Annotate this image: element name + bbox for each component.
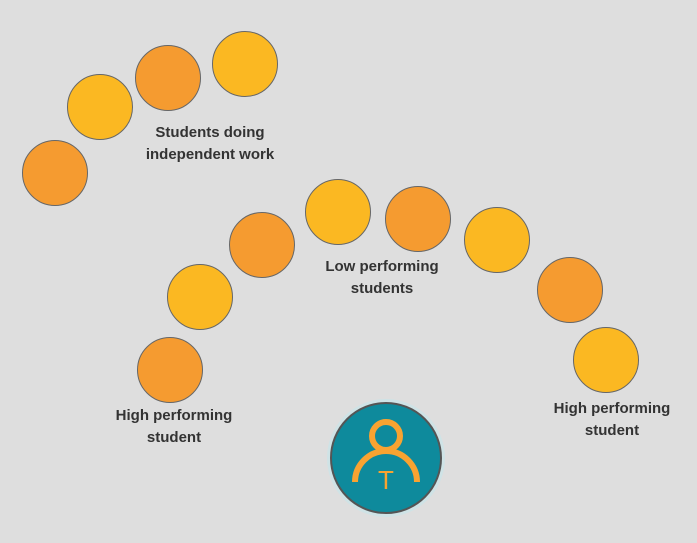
label-low-performing: Low performing students <box>325 258 439 297</box>
teacher-person-icon: T <box>352 419 420 495</box>
student-circle <box>167 264 233 330</box>
student-circle <box>212 31 278 97</box>
student-circle <box>573 327 639 393</box>
student-circle <box>137 337 203 403</box>
student-circle <box>385 186 451 252</box>
student-circle <box>464 207 530 273</box>
label-high-performing-left: High performing student <box>115 407 233 446</box>
student-circle <box>305 179 371 245</box>
label-independent: Students doing independent work <box>145 124 275 163</box>
label-high-performing-right: High performing student <box>553 400 671 439</box>
teacher-avatar: T <box>330 402 442 514</box>
teacher-letter: T <box>378 465 394 495</box>
student-circle <box>67 74 133 140</box>
student-circle <box>135 45 201 111</box>
student-circle <box>229 212 295 278</box>
student-circle <box>22 140 88 206</box>
student-circle <box>537 257 603 323</box>
